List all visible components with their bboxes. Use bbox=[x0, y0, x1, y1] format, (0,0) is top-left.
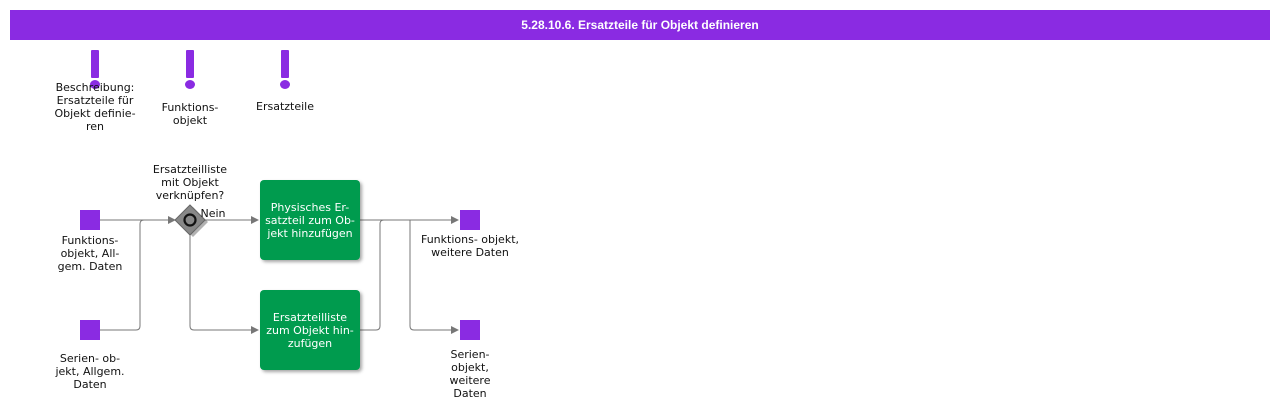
gateway-branch-label: Nein bbox=[200, 207, 226, 220]
input-label-serienobjekt: Serien- ob- jekt, Allgem. Daten bbox=[55, 352, 125, 391]
task-physisches-ersatzteil[interactable]: Physisches Er- satzteil zum Ob- jekt hin… bbox=[260, 180, 360, 260]
input-funktionsobjekt bbox=[80, 210, 100, 230]
output-label-funktionsobjekt: Funktions- objekt, weitere Daten bbox=[420, 233, 520, 259]
input-label-funktionsobjekt: Funktions- objekt, All- gem. Daten bbox=[57, 234, 123, 273]
output-label-serienobjekt: Serien- objekt, weitere Daten bbox=[449, 348, 491, 400]
output-serienobjekt bbox=[460, 320, 480, 340]
gateway-question: Ersatzteilliste mit Objekt verknüpfen? bbox=[152, 163, 228, 202]
output-funktionsobjekt bbox=[460, 210, 480, 230]
exclamation-icon bbox=[180, 46, 200, 92]
exclamation-icon bbox=[275, 46, 295, 92]
reference-label-funktionsobjekt: Funktions- objekt bbox=[161, 101, 219, 127]
connector-output2 bbox=[409, 220, 459, 334]
gateway-event-icon bbox=[183, 213, 197, 227]
task-ersatzteilliste[interactable]: Ersatzteilliste zum Objekt hin- zufügen bbox=[260, 290, 360, 370]
exclamation-icon bbox=[85, 46, 105, 92]
reference-label-beschreibung: Beschreibung: Ersatzteile für Objekt def… bbox=[54, 81, 136, 133]
connector-gateway-task2 bbox=[189, 235, 259, 334]
page-title: 5.28.10.6. Ersatzteile für Objekt defini… bbox=[10, 10, 1270, 40]
reference-label-ersatzteile: Ersatzteile bbox=[256, 100, 314, 113]
gateway-diamond bbox=[174, 204, 206, 236]
input-serienobjekt bbox=[80, 320, 100, 340]
connector-input2-gateway bbox=[100, 219, 175, 331]
connector-task2-merge bbox=[360, 219, 410, 331]
